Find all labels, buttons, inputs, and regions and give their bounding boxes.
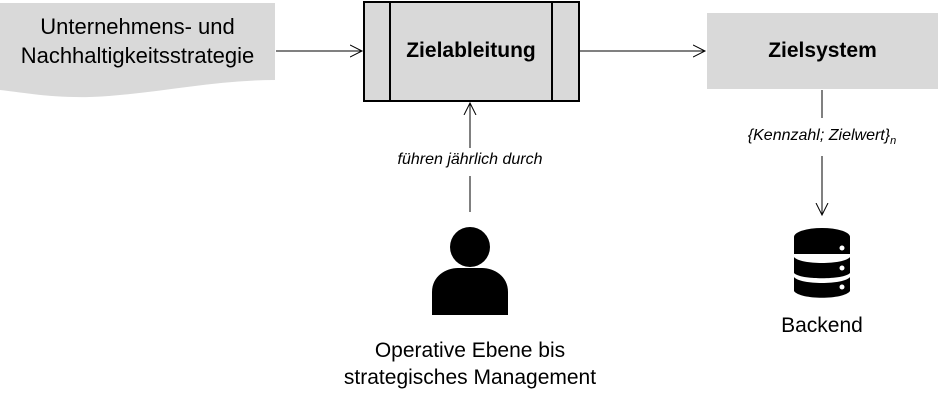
person-icon (432, 227, 508, 315)
actor-line-1: Operative Ebene bis (374, 339, 566, 362)
actor-line-2: strategisches Management (343, 366, 597, 389)
actor-label: Operative Ebene bis strategisches Manage… (320, 337, 620, 391)
result-box (707, 13, 938, 89)
process-label: Zielableitung (406, 39, 536, 62)
storage-label: Backend (781, 314, 863, 337)
edge-output-label: {Kennzahl; Zielwert}n (712, 127, 932, 147)
process-box (363, 1, 580, 102)
database-icon (794, 228, 850, 298)
source-line-1: Unternehmens- und (40, 14, 235, 39)
source-line-2: Nachhaltigkeitsstrategie (20, 43, 255, 68)
edge-output-text: {Kennzahl; Zielwert} (747, 127, 891, 144)
source-document: Unternehmens- und Nachhaltigkeitsstrateg… (0, 12, 275, 70)
document-shape (0, 3, 275, 98)
edge-actor-label: führen jährlich durch (397, 151, 543, 168)
edge-output-subscript: n (890, 135, 897, 148)
result-label: Zielsystem (768, 39, 877, 62)
